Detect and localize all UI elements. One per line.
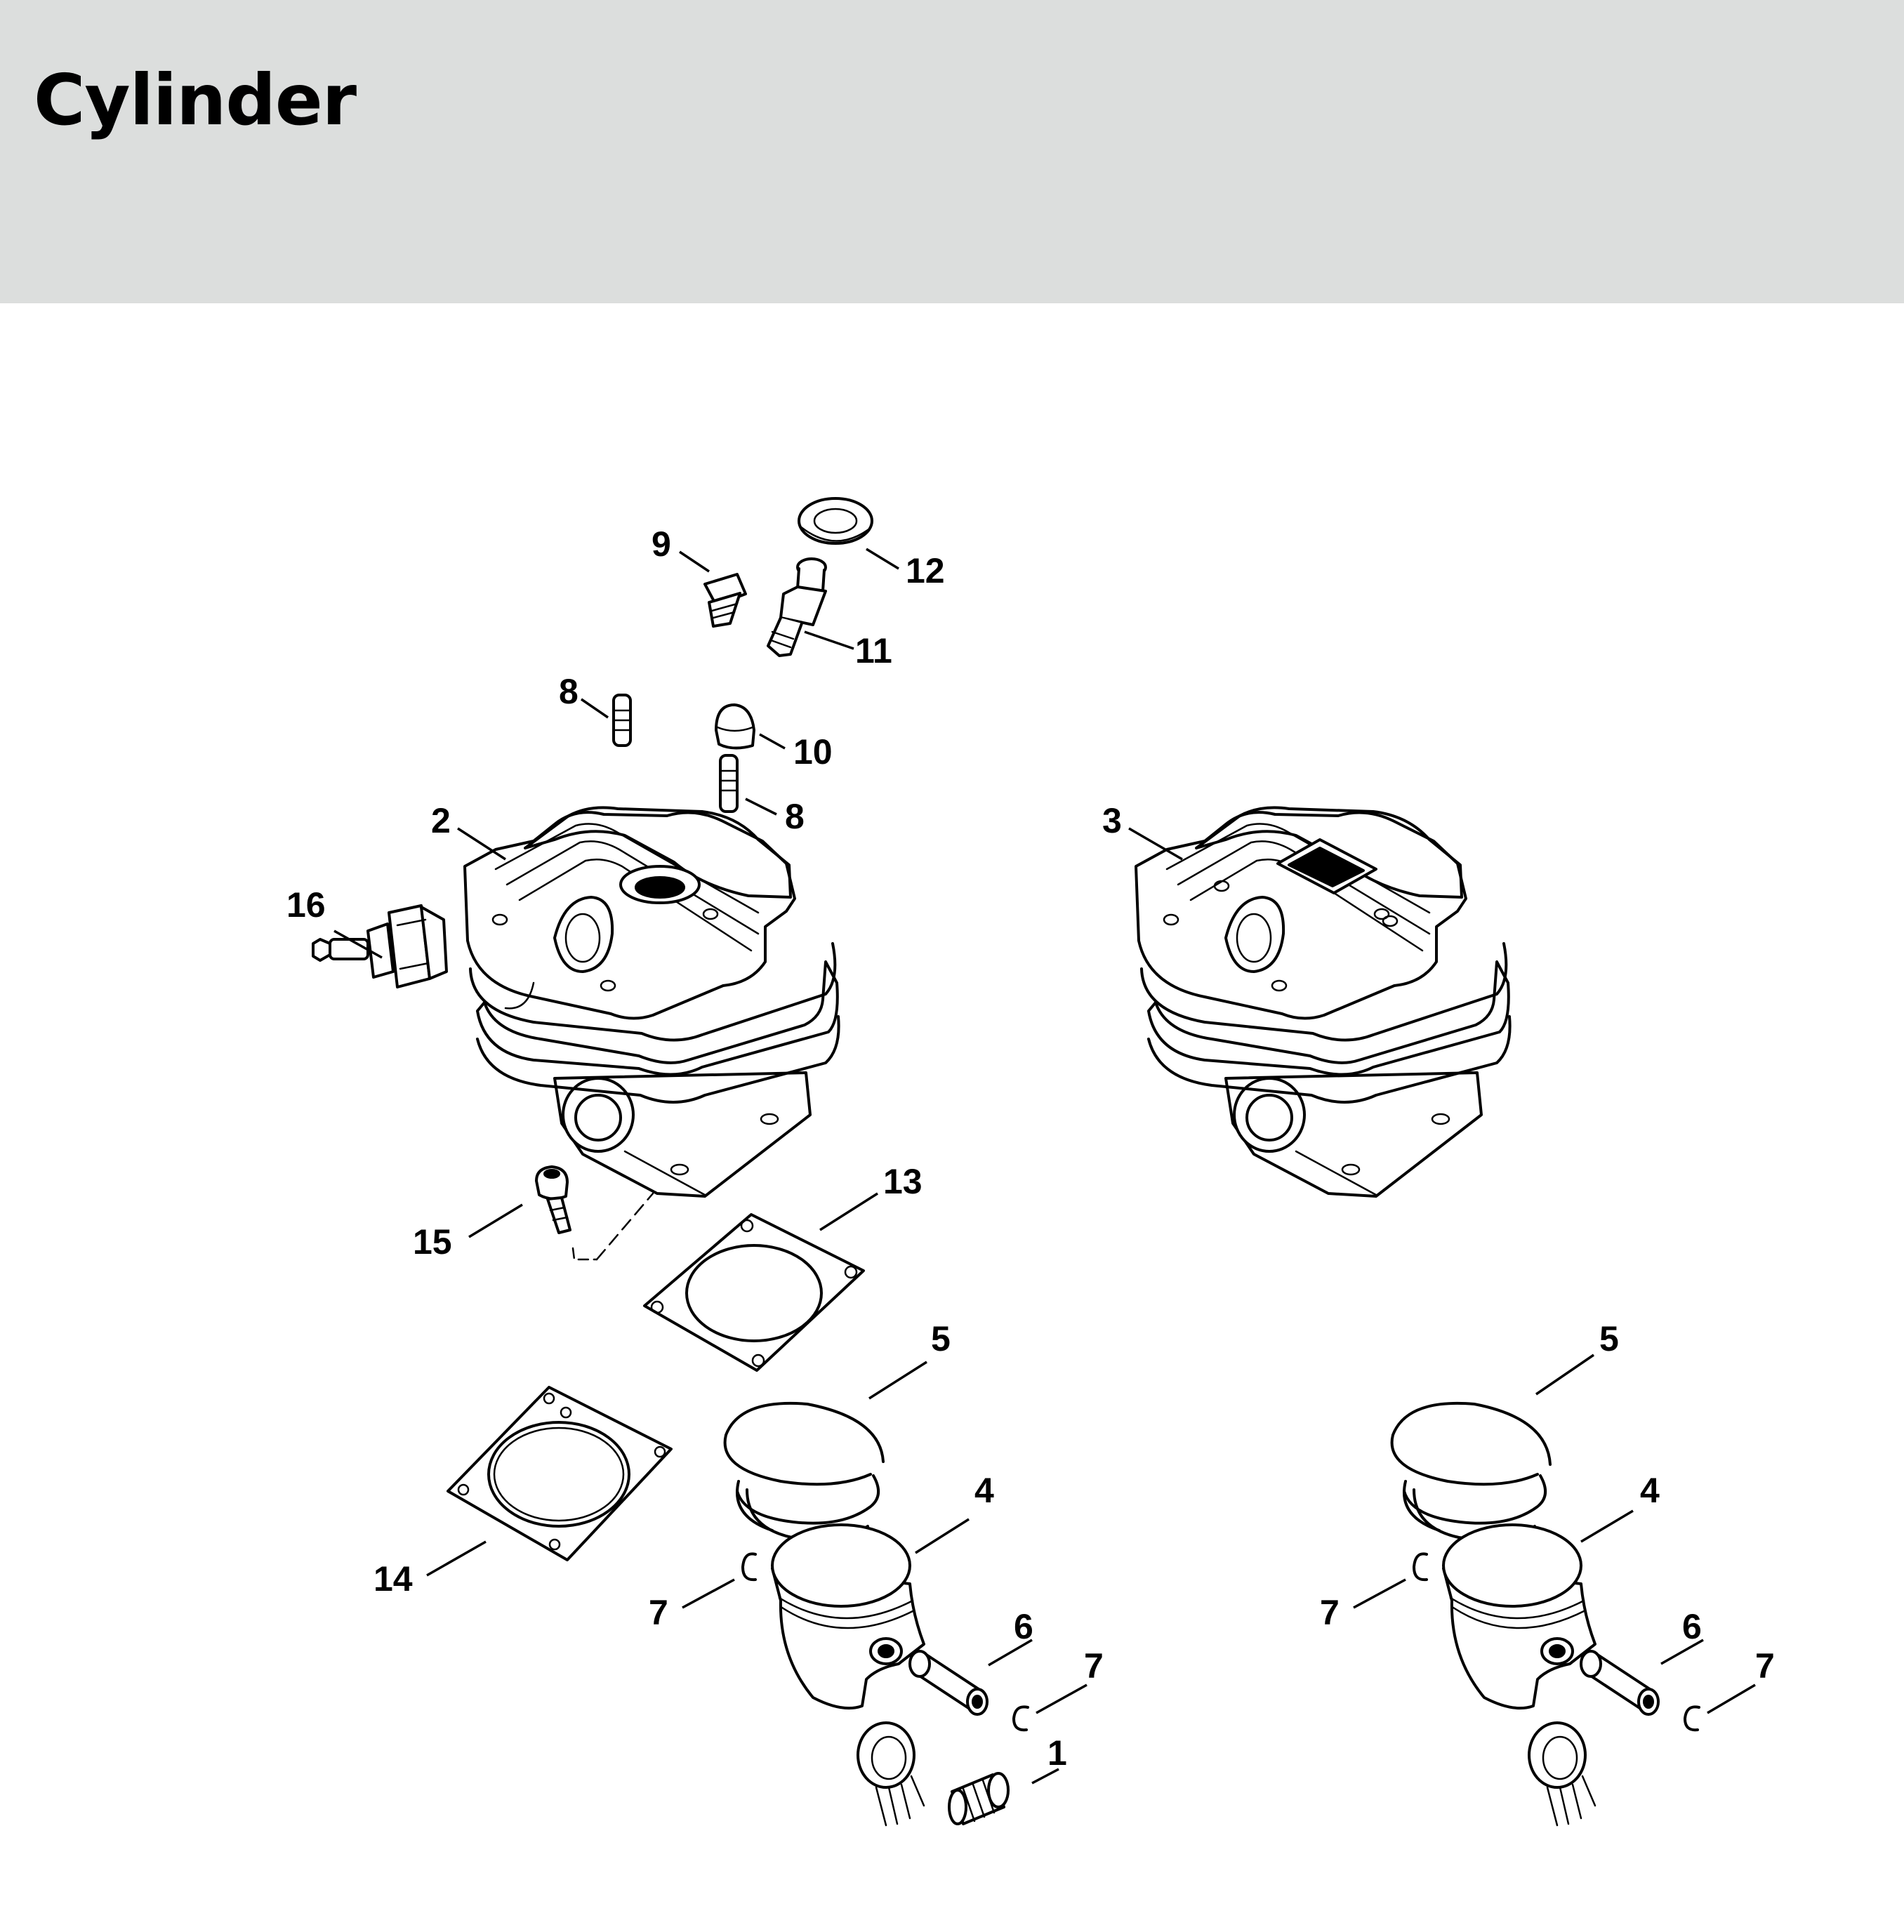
callout-10: 10 bbox=[793, 732, 833, 772]
callout-12: 12 bbox=[906, 551, 945, 590]
part-8-pin-upper[interactable] bbox=[612, 694, 632, 747]
part-4-piston-right[interactable] bbox=[1442, 1523, 1596, 1710]
part-1-needle-cage[interactable] bbox=[948, 1772, 1010, 1825]
part-4-piston-left[interactable] bbox=[771, 1523, 925, 1710]
callout-11: 11 bbox=[855, 631, 892, 670]
part-16-spark-plug[interactable] bbox=[312, 904, 448, 988]
callout-16: 16 bbox=[286, 885, 326, 925]
callout-leaders bbox=[333, 548, 1756, 1785]
part-6-piston-pin-right[interactable] bbox=[1580, 1650, 1660, 1716]
connecting-rod-right bbox=[1528, 1721, 1596, 1827]
part-9-plug[interactable] bbox=[703, 573, 747, 628]
callout-8-lower: 8 bbox=[785, 797, 805, 836]
part-14-gasket[interactable] bbox=[447, 1386, 673, 1561]
part-10-cap[interactable] bbox=[715, 703, 755, 750]
part-7-circlip-left-outer[interactable] bbox=[741, 1552, 757, 1582]
header-band: Cylinder bbox=[0, 0, 1904, 303]
callout-4-left: 4 bbox=[974, 1471, 994, 1510]
callout-4-right: 4 bbox=[1640, 1471, 1660, 1510]
callout-6-right: 6 bbox=[1682, 1607, 1702, 1646]
part-7-circlip-left-inner[interactable] bbox=[1012, 1705, 1029, 1732]
part-8-pin-lower[interactable] bbox=[719, 754, 739, 813]
part-2-cylinder[interactable] bbox=[463, 806, 840, 1198]
part-6-piston-pin-left[interactable] bbox=[908, 1650, 989, 1716]
callout-8-upper: 8 bbox=[559, 672, 579, 711]
callout-14: 14 bbox=[373, 1559, 413, 1599]
callout-7-left-inner: 7 bbox=[1084, 1646, 1104, 1686]
callout-1: 1 bbox=[1047, 1733, 1067, 1773]
part-11-valve[interactable] bbox=[767, 557, 827, 657]
part-7-circlip-right-inner[interactable] bbox=[1684, 1705, 1700, 1732]
part-3-cylinder[interactable] bbox=[1135, 806, 1512, 1198]
callout-13: 13 bbox=[883, 1162, 923, 1201]
callout-9: 9 bbox=[652, 524, 671, 564]
part-15-screw[interactable] bbox=[535, 1165, 654, 1261]
callout-7-right-outer: 7 bbox=[1320, 1593, 1340, 1632]
callout-7-left-outer: 7 bbox=[649, 1593, 668, 1632]
callout-2: 2 bbox=[431, 801, 451, 840]
part-5-piston-rings-left[interactable] bbox=[723, 1402, 885, 1541]
callout-numbers: 1 2 3 4 4 5 5 6 6 7 7 7 7 8 8 9 10 11 12… bbox=[286, 524, 1775, 1773]
callout-3: 3 bbox=[1102, 801, 1122, 840]
part-5-piston-rings-right[interactable] bbox=[1390, 1402, 1552, 1541]
page-title: Cylinder bbox=[34, 59, 357, 141]
callout-5-left: 5 bbox=[931, 1319, 951, 1358]
callout-6-left: 6 bbox=[1014, 1607, 1033, 1646]
callout-5-right: 5 bbox=[1599, 1319, 1619, 1358]
part-7-circlip-right-outer[interactable] bbox=[1413, 1552, 1428, 1582]
callout-7-right-inner: 7 bbox=[1755, 1646, 1775, 1686]
connecting-rod-left bbox=[857, 1721, 925, 1827]
part-13-gasket[interactable] bbox=[643, 1213, 865, 1372]
part-12-cap[interactable] bbox=[798, 497, 873, 545]
callout-15: 15 bbox=[413, 1222, 452, 1262]
